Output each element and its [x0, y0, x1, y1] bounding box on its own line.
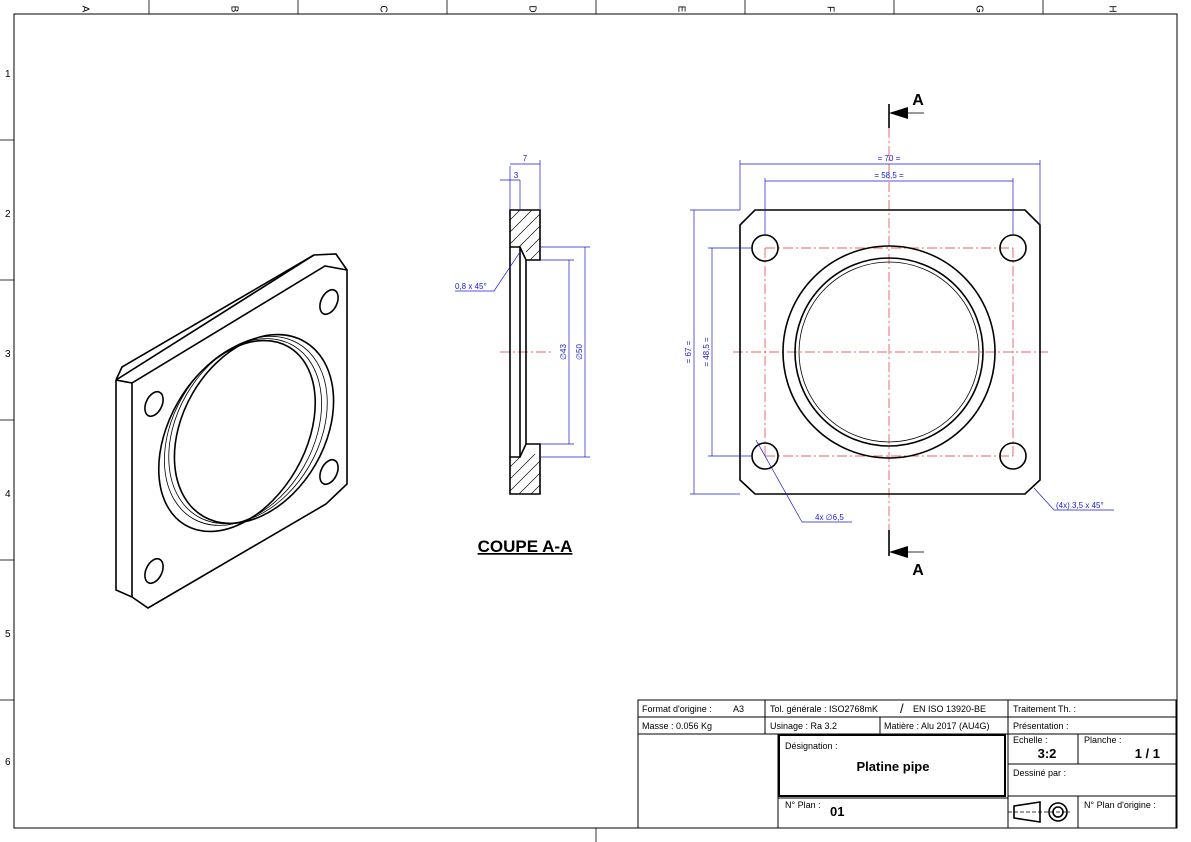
dim-front-height: = 67 = [684, 340, 693, 363]
section-marker-bottom: A [912, 562, 924, 579]
section-arrow-bottom-icon [889, 546, 908, 558]
zone-row-6: 6 [5, 757, 11, 768]
isometric-view [115, 253, 348, 609]
dim-section-width: 7 [523, 154, 528, 163]
dim-front-hole-spacing-y: = 48,5 = [702, 337, 711, 367]
zone-col-e: E [675, 6, 686, 13]
dim-chamfer: 0,8 x 45° [455, 282, 487, 291]
zone-column-labels: A B C D E F G H [79, 5, 1117, 13]
format-label: Format d'origine : [642, 704, 712, 714]
zone-row-2: 2 [5, 209, 11, 220]
section-marker-top: A [912, 92, 924, 109]
zone-row-labels: 1 2 3 4 5 6 [5, 69, 11, 768]
designation-label: Désignation : [785, 741, 838, 751]
dim-front-width: = 70 = [878, 154, 901, 163]
zone-col-g: G [973, 5, 984, 13]
dim-front-hole-spacing-x: = 58,5 = [874, 171, 904, 180]
format-value: A3 [733, 704, 744, 714]
mass-label: Masse : 0.056 Kg [642, 721, 712, 731]
dim-corner-chamfer: (4x) 3,5 x 45° [1056, 501, 1104, 510]
presentation-label: Présentation : [1013, 721, 1069, 731]
drawn-by-label: Dessiné par : [1013, 768, 1066, 778]
zone-col-h: H [1106, 5, 1117, 12]
scale-value: 3:2 [1038, 746, 1057, 761]
dim-dia-inner: ∅43 [559, 344, 568, 360]
material-label: Matière : Alu 2017 (AU4G) [884, 721, 990, 731]
standard-label: EN ISO 13920-BE [913, 704, 986, 714]
zone-row-1: 1 [5, 69, 11, 80]
zone-col-f: F [824, 6, 835, 12]
zone-col-d: D [526, 5, 537, 12]
scale-label: Echelle : [1013, 735, 1048, 745]
section-arrow-top-icon [889, 107, 908, 119]
sheet-label: Planche : [1084, 735, 1122, 745]
zone-row-3: 3 [5, 349, 11, 360]
origin-plan-label: N° Plan d'origine : [1084, 800, 1156, 810]
tolerance-label: Tol. générale : ISO2768mK [770, 704, 878, 714]
zone-col-b: B [228, 6, 239, 13]
zone-col-a: A [79, 6, 90, 13]
zone-row-4: 4 [5, 489, 11, 500]
dim-section-step: 3 [514, 171, 519, 180]
plan-label: N° Plan : [785, 800, 821, 810]
section-title: COUPE A-A [478, 537, 573, 556]
machining-label: Usinage : Ra 3.2 [770, 721, 837, 731]
dim-holes: 4x ∅6,5 [815, 513, 844, 522]
projection-symbol-icon [1008, 801, 1070, 823]
zone-col-c: C [377, 5, 388, 12]
tolerance-separator: / [900, 701, 904, 716]
section-view: 7 3 0,8 x 45° ∅43 ∅50 COUPE A-A [455, 154, 590, 556]
zone-row-5: 5 [5, 629, 11, 640]
plan-value: 01 [830, 804, 844, 819]
designation-value: Platine pipe [857, 759, 930, 774]
dim-dia-outer: ∅50 [575, 344, 584, 360]
front-view: A A = 70 = = 58,5 = = 67 = = 48,5 = 4x ∅… [684, 92, 1114, 579]
treatment-label: Traitement Th. : [1013, 704, 1076, 714]
title-block: Format d'origine : A3 Masse : 0.056 Kg T… [637, 699, 1177, 829]
sheet-value: 1 / 1 [1135, 746, 1160, 761]
